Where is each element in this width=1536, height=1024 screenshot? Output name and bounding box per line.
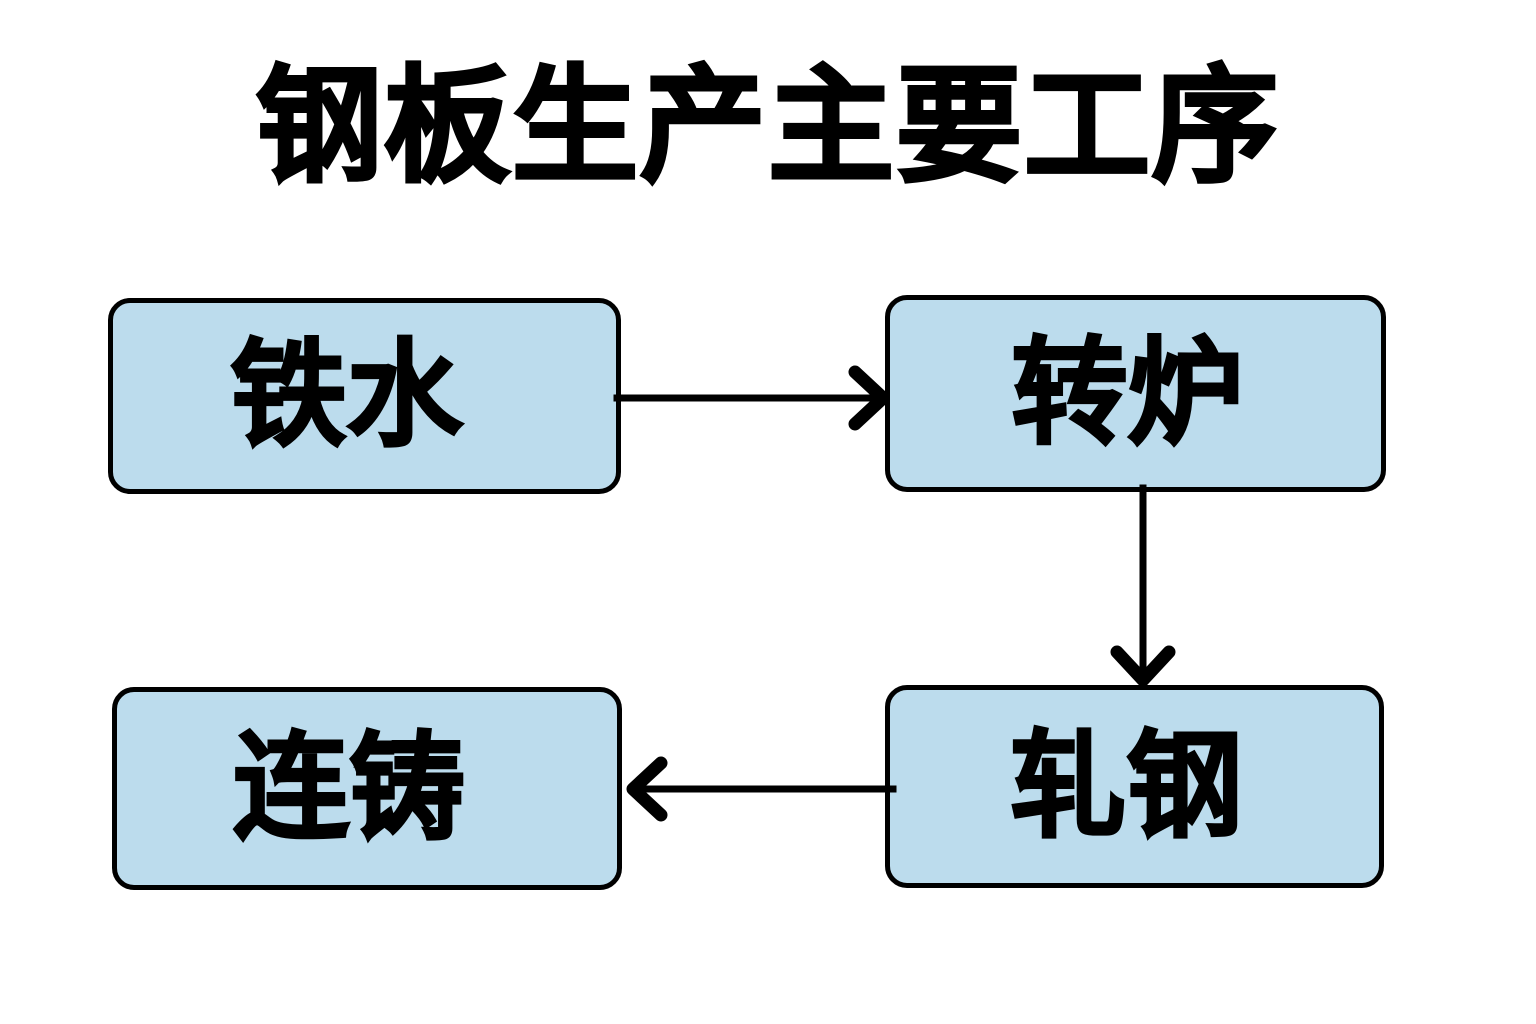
process-node-converter[interactable]: 转炉 [885, 295, 1386, 492]
arrow-left-icon [626, 756, 897, 822]
process-node-molten-iron[interactable]: 铁水 [108, 298, 621, 494]
arrow-down-icon [1110, 484, 1176, 687]
page-title: 钢板生产主要工序 [255, 52, 1280, 202]
process-node-label: 连铸 [232, 720, 467, 856]
process-node-continuous-casting[interactable]: 连铸 [112, 687, 622, 890]
arrow-right-icon [613, 365, 890, 431]
process-node-label: 铁水 [229, 328, 464, 463]
process-node-label: 转炉 [1010, 325, 1245, 461]
process-node-label: 轧钢 [1009, 718, 1244, 854]
process-node-rolling[interactable]: 轧钢 [885, 685, 1384, 888]
